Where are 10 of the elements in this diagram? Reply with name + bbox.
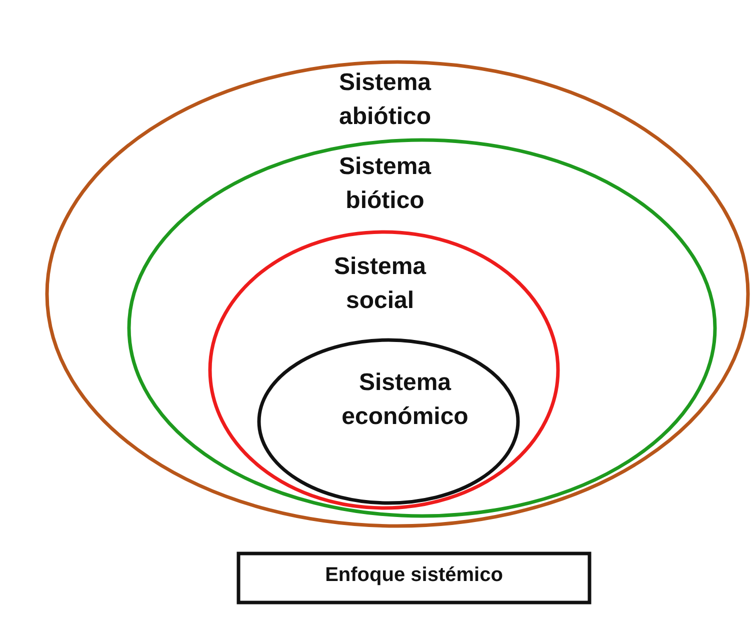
- region-label: Sistema biótico: [338, 152, 432, 216]
- region-label: Sistema social: [332, 252, 428, 316]
- ellipse-region: [45, 60, 750, 528]
- region-label: Sistema abiótico: [338, 68, 432, 132]
- ellipse-region: [208, 230, 560, 510]
- ellipse-region: [127, 138, 717, 518]
- title-text: Enfoque sistémico: [324, 563, 504, 588]
- region-label: Sistema económico: [340, 368, 470, 432]
- title-box: [237, 552, 591, 604]
- ellipse-region: [257, 338, 520, 505]
